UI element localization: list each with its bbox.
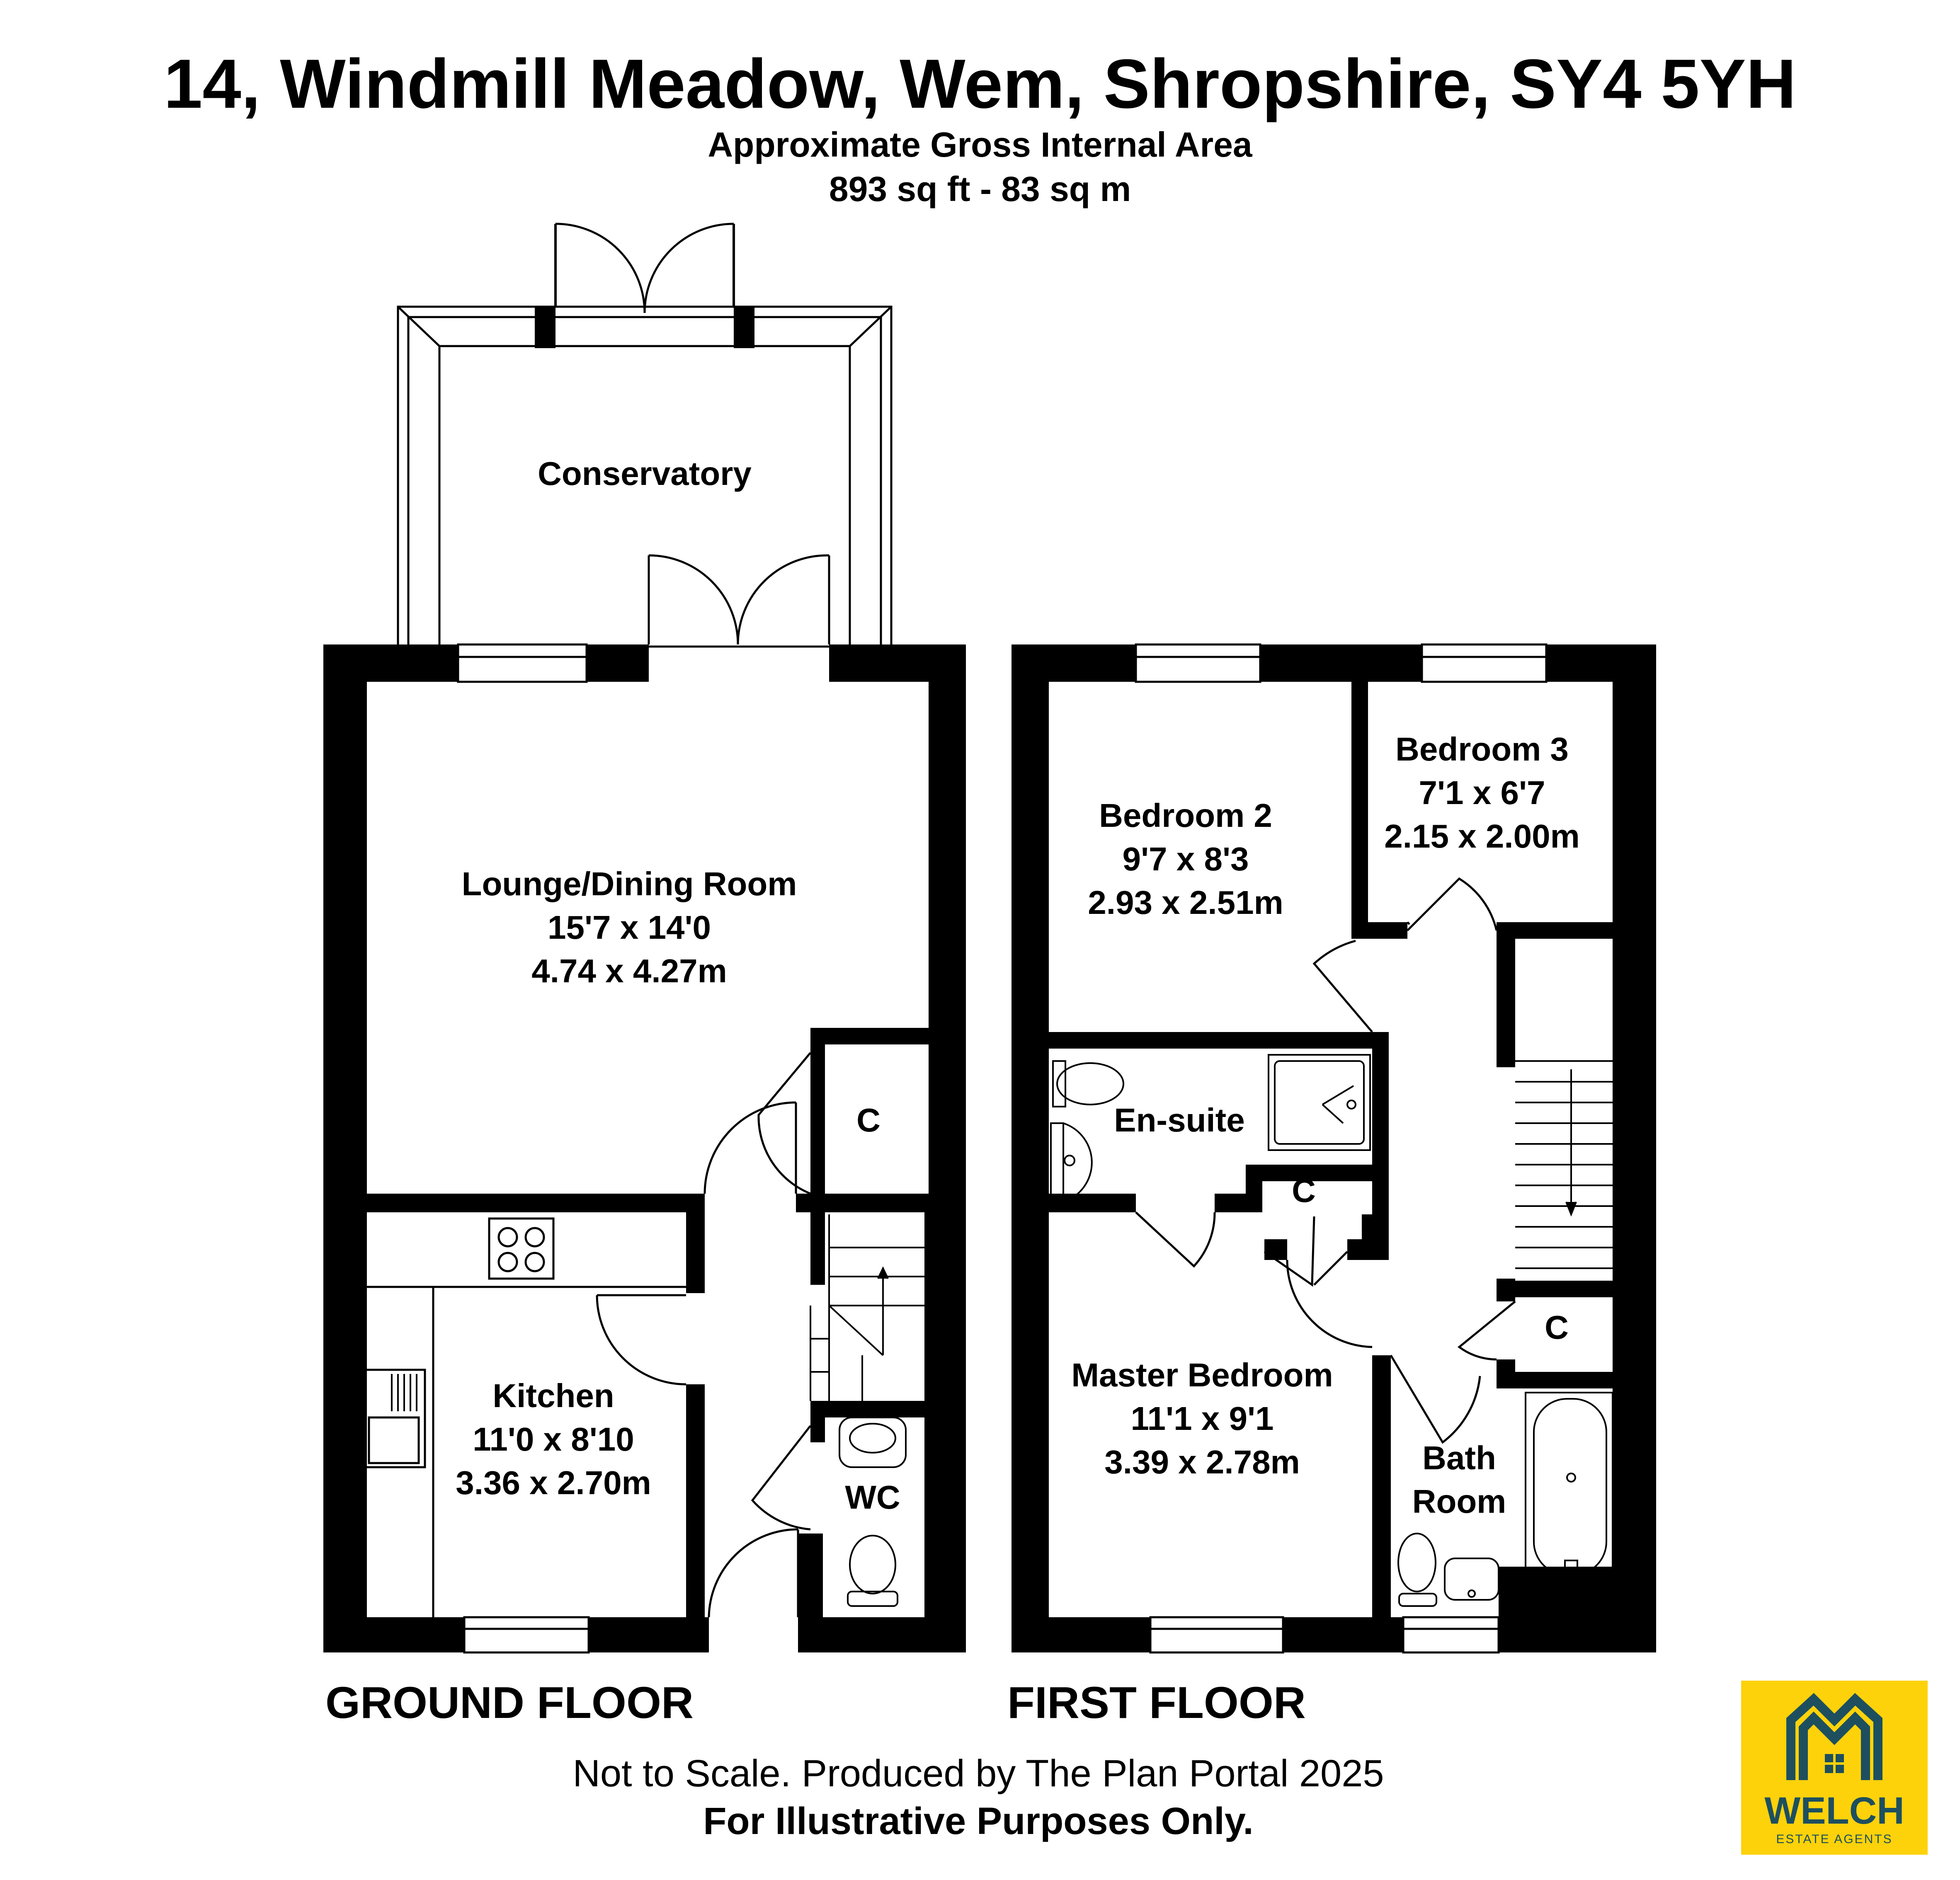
bedroom3-metric: 2.15 x 2.00m	[1384, 818, 1579, 855]
ground-floor-plan: Conservatory Lounge/Dining Room 15'7 x 1…	[323, 223, 966, 1727]
area-label: Approximate Gross Internal Area	[708, 125, 1253, 164]
first-floor-stairs	[1515, 1060, 1615, 1269]
wc-fittings	[839, 1417, 907, 1607]
first-floor-windows	[1135, 643, 1548, 1654]
logo-tagline: ESTATE AGENTS	[1776, 1832, 1892, 1846]
lounge-french-doors	[648, 554, 830, 645]
bathroom-label-line2: Room	[1412, 1483, 1506, 1520]
cupboard-b-label: C	[1545, 1309, 1569, 1346]
master-bedroom-label: Master Bedroom	[1071, 1357, 1333, 1393]
bathroom-fittings	[1397, 1392, 1613, 1607]
bedroom3-label: Bedroom 3	[1395, 731, 1569, 768]
cupboard-a-label: C	[1292, 1172, 1316, 1209]
ground-floor-windows	[457, 643, 590, 1654]
master-bedroom-imperial: 11'1 x 9'1	[1130, 1400, 1274, 1437]
master-bedroom-metric: 3.39 x 2.78m	[1104, 1444, 1300, 1480]
logo-name: WELCH	[1764, 1790, 1904, 1832]
bedroom3-imperial: 7'1 x 6'7	[1419, 774, 1545, 811]
first-floor-label: FIRST FLOOR	[1007, 1677, 1306, 1727]
ground-floor-stairs	[810, 1214, 924, 1401]
ground-floor-walls	[323, 644, 966, 1652]
lounge-metric: 4.74 x 4.27m	[531, 952, 727, 989]
first-floor-doors	[1135, 877, 1516, 1444]
bedroom2-imperial: 9'7 x 8'3	[1123, 841, 1249, 877]
kitchen-sink-drainer-icon	[391, 1374, 417, 1411]
bedroom2-label: Bedroom 2	[1099, 797, 1272, 834]
ground-floor-label: GROUND FLOOR	[325, 1677, 694, 1727]
first-floor-plan: Bedroom 2 9'7 x 8'3 2.93 x 2.51m Bedroom…	[1007, 643, 1656, 1727]
scale-note: Not to Scale. Produced by The Plan Porta…	[572, 1752, 1384, 1795]
bathroom-label-line1: Bath	[1422, 1439, 1496, 1476]
bedroom2-metric: 2.93 x 2.51m	[1088, 884, 1283, 921]
ensuite-fittings	[1050, 1054, 1371, 1203]
kitchen-fittings	[364, 1217, 686, 1618]
ensuite-label: En-suite	[1114, 1102, 1245, 1139]
area-value: 893 sq ft - 83 sq m	[829, 170, 1131, 208]
kitchen-metric: 3.36 x 2.70m	[456, 1464, 651, 1501]
wc-label: WC	[845, 1479, 900, 1516]
window-icon	[1825, 1754, 1844, 1773]
cupboard-label: C	[856, 1102, 881, 1139]
page-title: 14, Windmill Meadow, Wem, Shropshire, SY…	[164, 45, 1796, 123]
logo-background	[1741, 1681, 1928, 1855]
kitchen-imperial: 11'0 x 8'10	[473, 1421, 634, 1458]
conservatory-door	[535, 223, 754, 348]
kitchen-label: Kitchen	[492, 1377, 614, 1414]
ground-floor-doors	[596, 1052, 811, 1618]
house-roof-icon	[1786, 1693, 1882, 1780]
first-floor-walls	[1012, 644, 1656, 1652]
disclaimer: For Illustrative Purposes Only.	[703, 1800, 1254, 1842]
conservatory-label: Conservatory	[538, 455, 752, 492]
lounge-label: Lounge/Dining Room	[462, 865, 797, 902]
lounge-imperial: 15'7 x 14'0	[548, 909, 711, 946]
welch-logo: WELCH ESTATE AGENTS	[1741, 1681, 1928, 1855]
